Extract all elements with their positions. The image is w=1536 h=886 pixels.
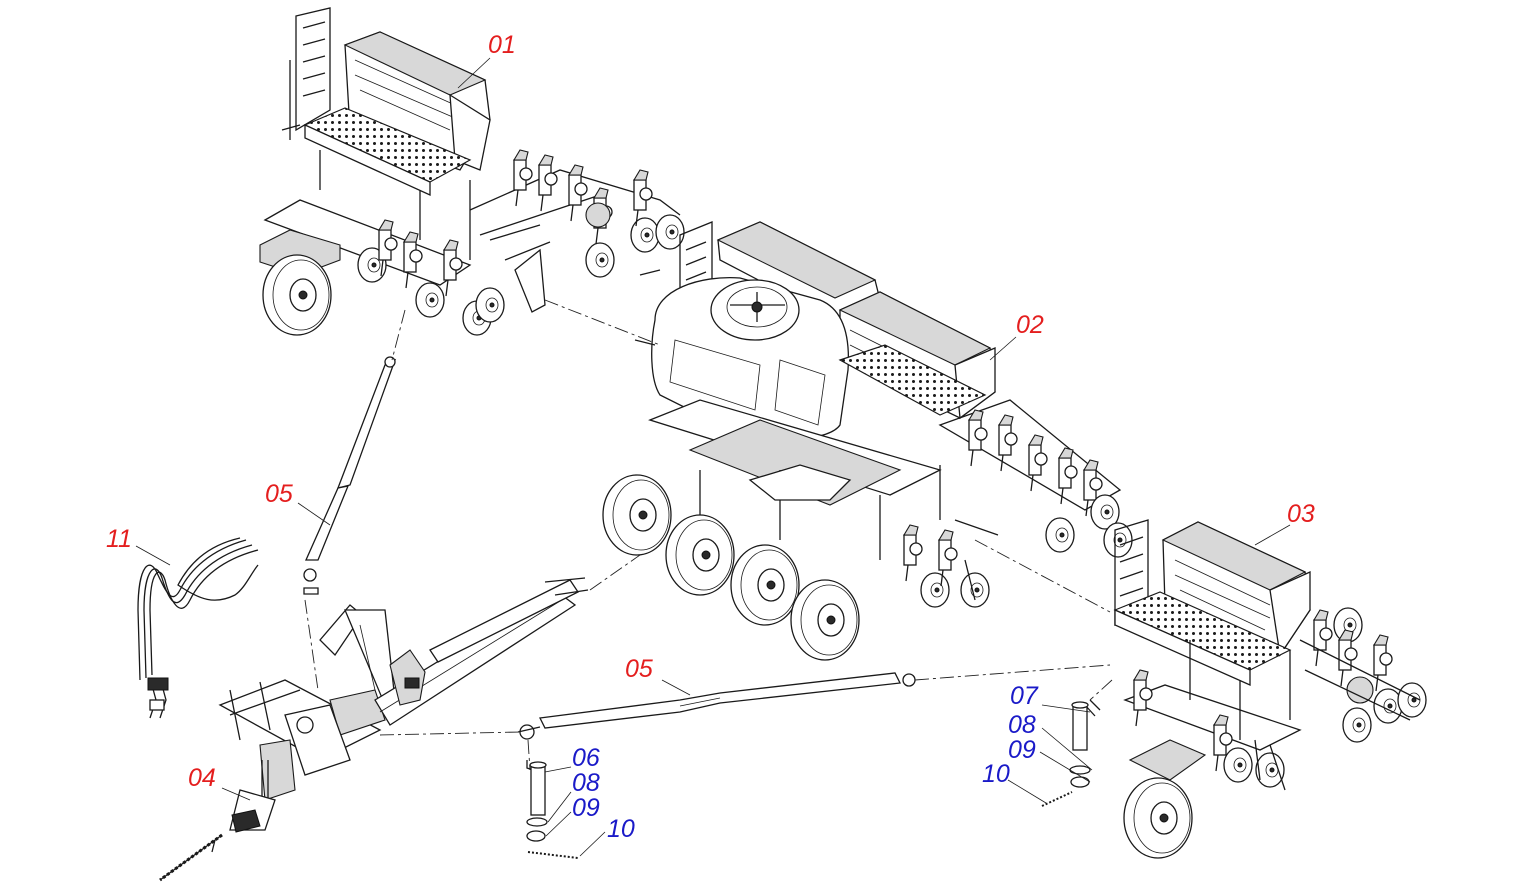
callout-03: 03: [1287, 500, 1315, 528]
callout-09-right: 09: [1008, 736, 1036, 764]
assembly-guide-lines: [304, 299, 1113, 771]
link-rod-05-upper: [303, 356, 397, 595]
callout-leaders: [135, 57, 1291, 857]
callout-05-lower: 05: [625, 655, 653, 683]
callout-08-right: 08: [1008, 711, 1036, 739]
callout-07: 07: [1010, 682, 1038, 710]
callout-05-upper: 05: [265, 480, 293, 508]
callout-01: 01: [488, 31, 516, 59]
hydraulic-hoses-11: [137, 537, 259, 719]
callout-06: 06: [572, 744, 600, 772]
callout-10-left: 10: [607, 815, 635, 843]
pin-stack-right: [1041, 699, 1101, 807]
callout-11: 11: [106, 525, 132, 553]
callout-04: 04: [188, 764, 216, 792]
air-cart-02: [602, 221, 1133, 661]
callout-08-left: 08: [572, 769, 600, 797]
seeder-section-01: [259, 7, 685, 336]
callout-02: 02: [1016, 311, 1044, 339]
seeder-section-03: [1113, 519, 1427, 859]
link-rod-05-lower: [517, 672, 916, 740]
callout-10-right: 10: [982, 760, 1010, 788]
callout-09-left: 09: [572, 794, 600, 822]
hitch-frame-04: [159, 577, 589, 882]
pin-stack-left: [526, 760, 579, 859]
